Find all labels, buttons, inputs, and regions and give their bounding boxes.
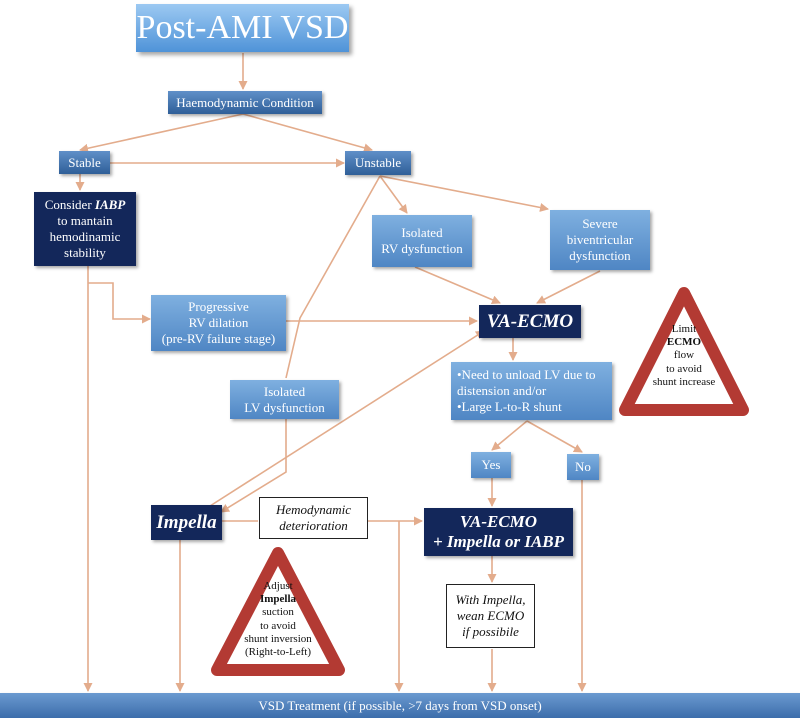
unload-line3: •Large L-to-R shunt [457, 398, 562, 414]
iabp-em: IABP [94, 197, 126, 213]
warn-ecmo-bold: ECMO [666, 336, 702, 349]
no-box: No [567, 454, 599, 480]
arrow-iabp-to-progressive [88, 282, 151, 324]
arrow-lv-to-impella [220, 419, 287, 513]
lv-line1: Isolated [263, 383, 306, 399]
det-line1: Hemodynamic [275, 502, 352, 518]
impella-box: Impella [151, 505, 222, 540]
consider-iabp-box: Consider IABP to mantain hemodinamic sta… [34, 192, 136, 266]
warn-impella-line6: (Right-to-Left) [245, 645, 311, 658]
wean-line3: if possibile [462, 623, 519, 639]
arrow-condition-to-stable [79, 113, 244, 153]
hemodynamic-deterioration-box: Hemodynamic deterioration [259, 497, 368, 539]
arrow-unstable-to-rv [379, 175, 408, 214]
yes-box: Yes [471, 452, 511, 478]
warn-ecmo-line3: flow [673, 349, 695, 362]
line-unstable-to-lv [285, 175, 381, 379]
arrow-unload-to-no [526, 420, 583, 453]
unload-line1: •Need to unload LV due to [457, 367, 596, 383]
iabp-line4: stability [64, 244, 106, 260]
wean-line2: wean ECMO [456, 608, 525, 624]
arrow-condition-to-unstable [242, 113, 373, 153]
va-ecmo-box: VA-ECMO [479, 305, 581, 338]
rv-line2: RV dysfunction [381, 241, 463, 256]
combo-line1: VA-ECMO [459, 512, 538, 532]
arrow-unload-to-yes [491, 420, 528, 451]
warning-triangle-impella [211, 547, 345, 676]
biv-line1: Severe [582, 216, 618, 232]
lv-line2: LV dysfunction [244, 399, 325, 415]
severe-biventricular-box: Severe biventricular dysfunction [550, 210, 650, 270]
progressive-rv-dilation-box: Progressive RV dilation (pre-RV failure … [151, 295, 286, 351]
iabp-pre: Consider [44, 197, 92, 213]
arrow-unstable-to-biv [379, 175, 549, 212]
warn-impella-line5: shunt inversion [244, 632, 312, 645]
warn-ecmo-line5: shunt increase [652, 375, 716, 388]
arrow-biv-to-vaecmo [536, 270, 601, 304]
prog-line1: Progressive [188, 299, 249, 315]
prog-line3: (pre-RV failure stage) [161, 330, 276, 346]
det-line2: deterioration [279, 518, 348, 533]
arrow-impella-to-vaecmo [209, 330, 485, 507]
wean-ecmo-box: With Impella, wean ECMO if possibile [446, 584, 535, 648]
stable-box: Stable [59, 151, 110, 174]
warn-ecmo-line4: to avoid [666, 362, 702, 375]
unload-line2: distension and/or [457, 383, 547, 399]
vsd-treatment-bar: VSD Treatment (if possible, >7 days from… [0, 693, 800, 718]
rv-line1: Isolated [401, 225, 443, 241]
combo-line2: + Impella or IABP [432, 532, 565, 551]
isolated-rv-dysfunction-box: Isolated RV dysfunction [372, 215, 472, 267]
warn-impella-bold: Impella [259, 593, 297, 606]
warning-triangle-ecmo [619, 287, 749, 416]
warning-text-ecmo: Limit ECMO flow to avoid shunt increase [644, 323, 724, 389]
warn-impella-line3: suction [262, 606, 294, 619]
biv-line2: biventricular [566, 232, 634, 248]
wean-line1: With Impella, [455, 592, 526, 608]
haemodynamic-condition-box: Haemodynamic Condition [168, 91, 322, 114]
warn-ecmo-line1: Limit [671, 323, 697, 335]
iabp-line2: to mantain [57, 213, 113, 229]
unload-lv-box: •Need to unload LV due to distension and… [451, 362, 612, 420]
prog-line2: RV dilation [188, 315, 249, 331]
iabp-line3: hemodinamic [49, 229, 121, 244]
arrow-rv-to-vaecmo [414, 266, 501, 305]
warning-text-impella: Adjust Impella suction to avoid shunt in… [230, 580, 326, 659]
unstable-box: Unstable [345, 151, 411, 175]
warn-impella-line4: to avoid [260, 619, 296, 632]
biv-line3: dysfunction [569, 247, 631, 263]
warn-impella-line1: Adjust [263, 580, 293, 592]
va-ecmo-impella-iabp-box: VA-ECMO + Impella or IABP [424, 508, 573, 556]
page-title: Post-AMI VSD [136, 4, 349, 52]
isolated-lv-dysfunction-box: Isolated LV dysfunction [230, 380, 339, 419]
